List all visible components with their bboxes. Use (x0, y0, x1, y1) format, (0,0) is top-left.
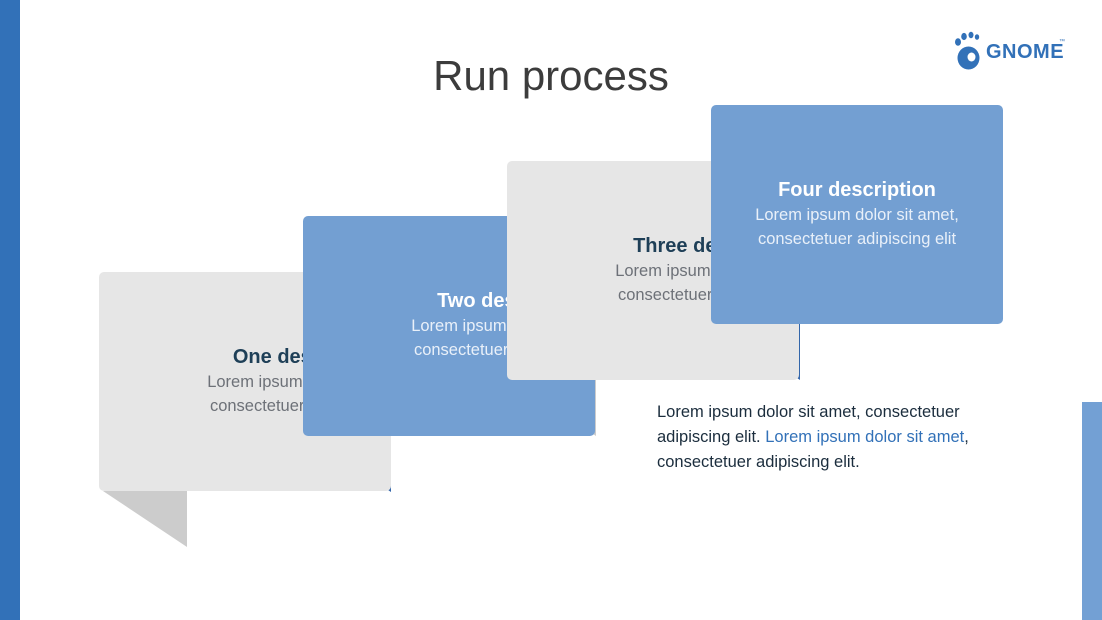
step-1-fold (103, 491, 187, 547)
trademark-mark: ™ (1059, 39, 1065, 45)
gnome-logo: GNOME ™ (953, 30, 1071, 74)
step-text-line1: Lorem ipsum dolor sit amet, (755, 206, 959, 224)
step-title: Four description (778, 179, 936, 201)
gnome-wordmark: GNOME (986, 41, 1065, 63)
right-accent-bar (1082, 402, 1102, 620)
note-text-start: Lorem ipsum dolor sit amet, consectetuer… (657, 403, 960, 446)
note-text-end: , consectetuer adipiscing elit. (657, 428, 969, 471)
note-highlight: Lorem ipsum dolor sit amet (765, 428, 965, 446)
gnome-foot-icon (955, 31, 980, 70)
slide-title: Run process (433, 52, 669, 99)
step-card-4: Four description Lorem ipsum dolor sit a… (711, 105, 1003, 324)
left-accent-bar (0, 0, 20, 620)
step-text-line2: consectetuer adipiscing elit (757, 230, 957, 248)
description-note: Lorem ipsum dolor sit amet, consectetuer… (657, 400, 1037, 475)
